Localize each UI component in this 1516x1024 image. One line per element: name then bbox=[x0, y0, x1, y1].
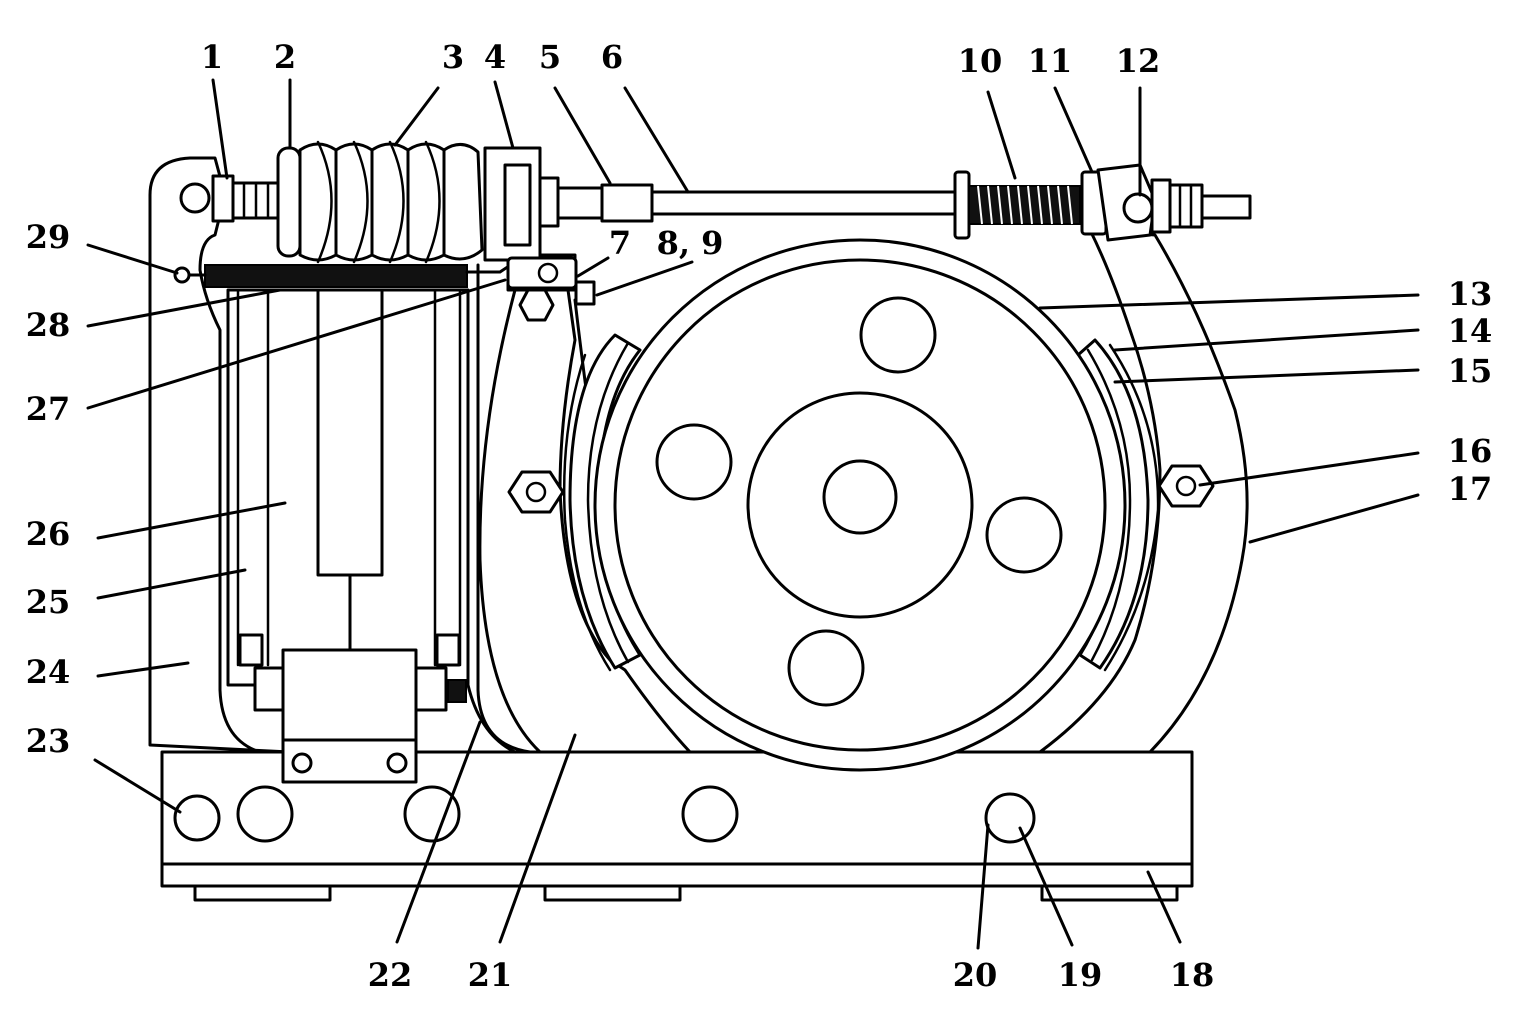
label-4: 4 bbox=[484, 38, 506, 76]
label-25: 25 bbox=[26, 583, 71, 621]
pull-rod bbox=[650, 163, 1252, 242]
label-16: 16 bbox=[1448, 432, 1493, 470]
bolt-hole-23 bbox=[173, 794, 221, 842]
right-arm bbox=[1038, 228, 1249, 754]
label-11: 11 bbox=[1028, 42, 1073, 80]
label-10: 10 bbox=[958, 42, 1003, 80]
main-spring bbox=[211, 140, 484, 264]
thruster bbox=[226, 288, 470, 784]
inner-arm bbox=[466, 263, 532, 754]
label-20: 20 bbox=[953, 956, 998, 994]
label-28: 28 bbox=[26, 306, 71, 344]
label-8-9: 8, 9 bbox=[657, 224, 724, 262]
label-26: 26 bbox=[26, 515, 71, 553]
part-labels: 1 2 3 4 5 6 7 8, 9 10 11 12 13 14 15 16 … bbox=[26, 38, 1493, 994]
label-13: 13 bbox=[1448, 275, 1493, 313]
label-6: 6 bbox=[601, 38, 623, 76]
return-spring bbox=[173, 256, 578, 290]
label-7: 7 bbox=[609, 224, 631, 262]
label-17: 17 bbox=[1448, 470, 1493, 508]
label-1: 1 bbox=[201, 38, 223, 76]
label-14: 14 bbox=[1448, 312, 1493, 350]
label-5: 5 bbox=[539, 38, 561, 76]
label-2: 2 bbox=[274, 38, 296, 76]
leader-lines bbox=[86, 78, 1420, 950]
brake-drum bbox=[593, 238, 1127, 772]
label-19: 19 bbox=[1058, 956, 1103, 994]
label-29: 29 bbox=[26, 218, 71, 256]
label-15: 15 bbox=[1448, 352, 1493, 390]
bolt-hole-19 bbox=[984, 792, 1036, 844]
label-23: 23 bbox=[26, 722, 71, 760]
spring-bracket bbox=[483, 146, 654, 262]
left-brake-shoe bbox=[562, 333, 642, 672]
label-24: 24 bbox=[26, 653, 71, 691]
label-12: 12 bbox=[1116, 42, 1161, 80]
label-18: 18 bbox=[1170, 956, 1215, 994]
label-3: 3 bbox=[442, 38, 464, 76]
label-22: 22 bbox=[368, 956, 413, 994]
label-21: 21 bbox=[468, 956, 513, 994]
label-27: 27 bbox=[26, 390, 71, 428]
